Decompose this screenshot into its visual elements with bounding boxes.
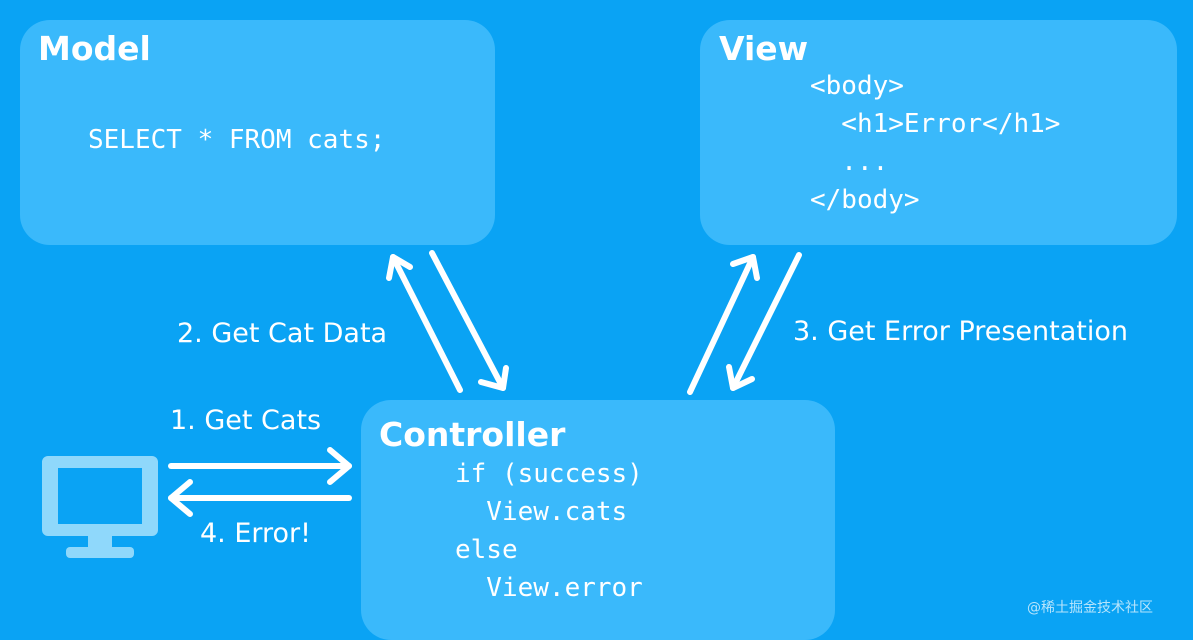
view-code-line: <h1>Error</h1>: [810, 109, 1061, 139]
model-box: [20, 20, 495, 245]
step-get-cats-label: 1. Get Cats: [170, 405, 322, 436]
monitor-icon: [42, 456, 158, 558]
watermark: @稀土掘金技术社区: [1027, 600, 1153, 616]
model-code-line: SELECT * FROM cats;: [88, 125, 386, 155]
controller-code: if (success) View.cats else View.error: [455, 455, 643, 607]
arrow-view-to-controller: [726, 252, 802, 391]
model-code: SELECT * FROM cats;: [88, 121, 385, 159]
step-get-error-presentation-label: 3. Get Error Presentation: [793, 316, 1129, 347]
controller-code-line: View.error: [455, 573, 643, 603]
step-error-label: 4. Error!: [200, 518, 311, 549]
view-code-line: <body>: [810, 71, 904, 101]
arrow-controller-to-view: [687, 254, 760, 395]
controller-code-line: View.cats: [455, 497, 628, 527]
step-get-cat-data-label: 2. Get Cat Data: [177, 318, 388, 349]
controller-code-line: if (success): [455, 459, 643, 489]
view-code-line: ...: [810, 147, 889, 177]
arrow-model-to-controller: [429, 250, 509, 391]
view-code-line: </body>: [810, 185, 920, 215]
view-title: View: [719, 29, 809, 68]
controller-code-line: else: [455, 535, 518, 565]
controller-title: Controller: [379, 415, 566, 454]
view-box: [700, 20, 1177, 245]
model-title: Model: [38, 29, 151, 68]
controller-box: [361, 400, 835, 640]
arrow-controller-to-model: [386, 254, 463, 393]
view-code: <body> <h1>Error</h1> ... </body>: [810, 67, 1060, 219]
flow-arrows: [42, 250, 802, 558]
arrow-client-to-controller: [168, 447, 352, 485]
arrow-controller-to-client: [168, 479, 352, 517]
